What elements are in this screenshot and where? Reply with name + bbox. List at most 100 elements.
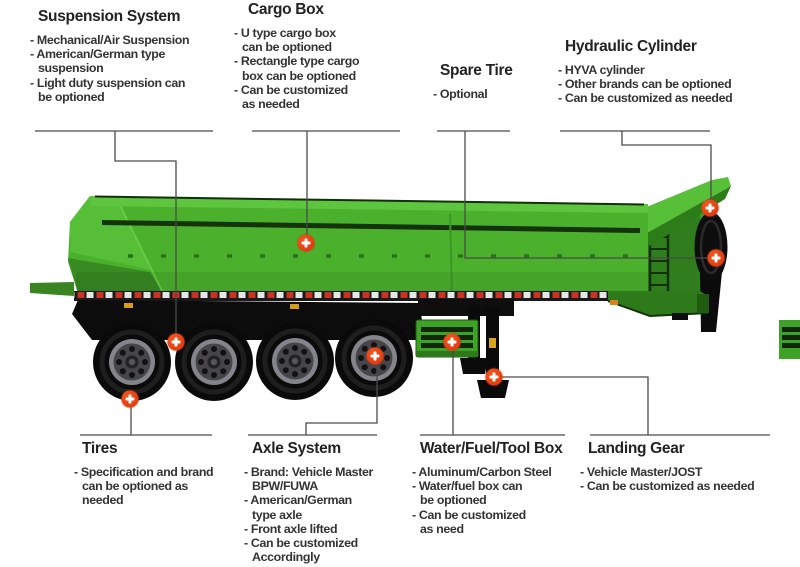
spec-line: BPW/FUWA [252,479,319,494]
spec-line: - Optional [433,87,488,101]
spec-line: - American/German [244,493,352,508]
spec-line: as need [420,521,464,536]
spare-tire-ring [699,219,723,275]
kingpin [672,313,688,320]
section-suspension-system: Suspension System - Mechanical/Air Suspe… [30,8,190,104]
spec-line: - Vehicle Master/JOST [580,465,703,479]
hydraulic-leader [621,131,712,206]
landing-gear-crossbar [466,306,502,314]
plus-icon [708,250,725,267]
plus-icon [486,369,503,386]
spec-line: can be optioned [242,40,332,55]
section-landing-gear: Landing Gear - Vehicle Master/JOST- Can … [580,440,755,494]
trailer-illustration [30,177,800,401]
spare-leader [464,131,714,259]
section-spare-tire: Spare Tire - Optional [433,62,513,101]
top-edge-line [94,195,645,206]
spec-line: Accordingly [252,550,320,565]
spec-line: needed [82,493,124,508]
spare-tire-graphic [694,212,728,282]
cargo-box-rear-shade [68,258,164,295]
spec-line: - American/German type [30,47,166,62]
rail-slot [102,220,640,233]
wheel-graphic [175,323,253,401]
landing-leader [496,376,649,435]
panel-seam [449,213,453,296]
plus-icon [122,391,139,408]
reflector-1 [124,303,133,308]
tires-marker[interactable] [121,390,139,408]
spec-line: - HYVA cylinder [558,63,645,77]
spec-line: - Can be customized as needed [580,479,755,494]
spec-line: as needed [242,97,300,112]
section-title: Axle System [252,440,341,457]
plus-icon [444,334,461,351]
section-lines: - Optional [433,87,513,101]
hydraulic-cylinder-marker[interactable] [701,199,719,217]
spec-line: - Light duty suspension can [30,75,186,90]
spec-line: box can be optioned [242,68,356,83]
spec-line: suspension [38,61,104,76]
section-title: Suspension System [38,8,181,25]
landing-gear-foot-far [460,358,488,374]
spec-line: be optioned [420,493,487,508]
landing-gear-marker[interactable] [485,368,503,386]
section-title: Landing Gear [588,440,685,457]
spec-line: type axle [252,507,302,522]
landing-gear-sticker [489,338,496,348]
section-lines: - HYVA cylinder- Other brands can be opt… [558,63,733,106]
spare-tire-marker[interactable] [707,249,725,267]
section-water-fuel-tool-box: Water/Fuel/Tool Box - Aluminum/Carbon St… [412,440,563,536]
section-lines: - Vehicle Master/JOST- Can be customized… [580,465,755,494]
plus-icon [367,348,384,365]
spec-line: - Other brands can be optioned [558,77,732,92]
plus-icon [702,200,719,217]
axle-system-marker[interactable] [366,347,384,365]
section-title: Water/Fuel/Tool Box [420,440,563,457]
spec-line: - Water/fuel box can [412,479,523,494]
suspension-marker[interactable] [167,333,185,351]
landing-gear-foot-near [477,380,509,398]
reflector-3 [610,300,618,305]
spec-line: - Specification and brand [74,465,214,479]
reflective-rail [74,291,608,301]
lower-shade [76,272,648,293]
section-title: Cargo Box [248,1,324,18]
wheel-graphic [93,323,171,401]
spec-line: - Mechanical/Air Suspension [30,33,190,47]
spec-line: be optioned [38,89,105,104]
cargo-box-marker[interactable] [297,234,315,252]
section-title: Spare Tire [440,62,513,79]
water-fuel-tool-box-marker[interactable] [443,333,461,351]
fender-frame [72,300,424,340]
axle-leader [305,358,378,435]
spec-line: - Can be customized [234,82,348,97]
section-title: Tires [82,440,118,457]
spec-line: - Front axle lifted [244,521,338,536]
spec-line: - Aluminum/Carbon Steel [412,465,552,479]
edge-louver-box [779,320,800,359]
suspension-leader [114,131,177,342]
section-lines: - Aluminum/Carbon Steel- Water/fuel box … [412,465,562,536]
spec-line: - U type cargo box [234,26,336,40]
gooseneck [608,291,708,316]
rear-bumper [30,282,74,296]
spec-line: - Can be customized [244,536,358,551]
spec-line: - Can be customized as needed [558,91,733,106]
spec-line: - Rectangle type cargo [234,54,360,69]
section-title: Hydraulic Cylinder [565,38,697,55]
plus-icon [298,235,315,252]
top-rail [90,196,648,213]
gooseneck-endcap [697,294,709,313]
gooseneck-edge [607,300,709,318]
spare-tire-bracket [700,272,722,332]
spec-line: can be optioned as [82,479,188,494]
wheel-graphic [256,322,334,400]
